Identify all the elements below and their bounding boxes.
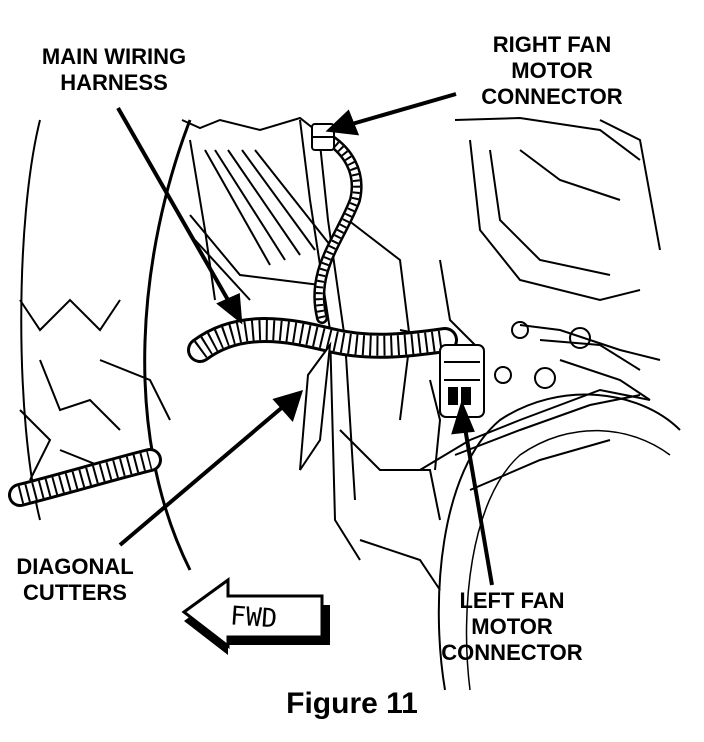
left-edge-outline	[20, 119, 41, 521]
engine-bay-background	[19, 116, 661, 591]
diagonal-cutters	[299, 341, 332, 471]
fan-motor-housing	[437, 393, 681, 691]
main-harness-arrowhead	[216, 293, 243, 325]
main-harness-leader	[116, 107, 230, 301]
diagonal-cutters-arrowhead	[272, 390, 304, 422]
main-wiring-harness	[8, 317, 458, 507]
figure-caption: Figure 11	[286, 687, 418, 720]
right-connector-arrowhead	[325, 109, 360, 136]
left-connector-arrowhead	[451, 400, 475, 435]
fwd-arrow: FWD	[181, 577, 330, 655]
fan-shroud-outline	[143, 119, 192, 571]
left-connector-leader	[463, 427, 494, 586]
fan-motor-housing-inner	[465, 429, 671, 691]
fwd-label: FWD	[229, 601, 278, 634]
right-fan-wire	[313, 134, 363, 324]
right-connector-leader	[351, 92, 457, 126]
leader-arrows	[116, 92, 494, 586]
diagonal-cutters-leader	[118, 403, 287, 547]
